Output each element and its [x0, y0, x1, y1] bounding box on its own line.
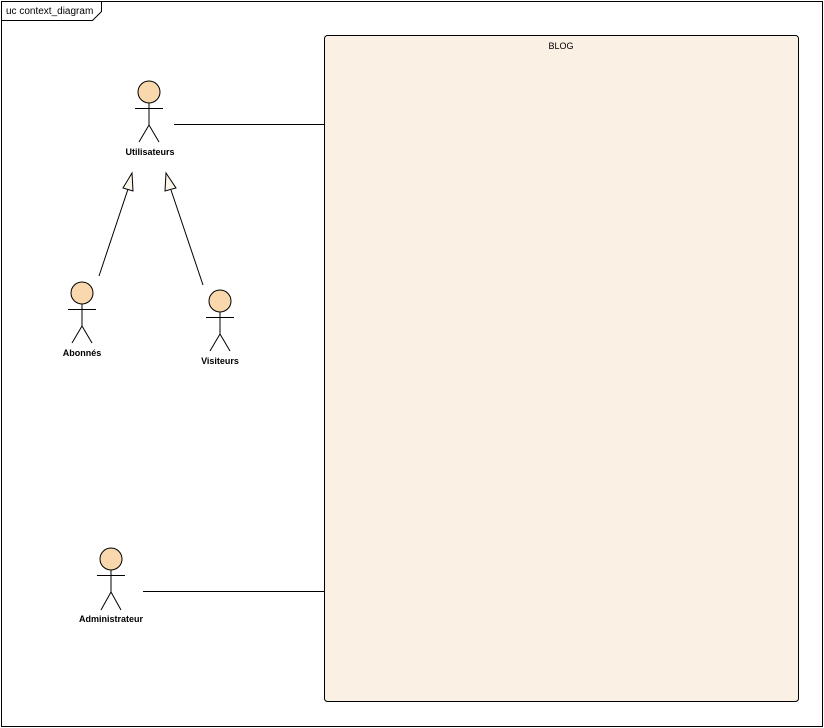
system-boundary-label: BLOG [548, 41, 573, 51]
actor-abonnes[interactable]: Abonnés [63, 281, 102, 358]
actor-head [137, 80, 161, 104]
actor-head [70, 281, 94, 305]
actor-label-administrateur: Administrateur [79, 614, 144, 624]
actor-utilisateurs[interactable]: Utilisateurs [125, 80, 175, 157]
actor-head [99, 547, 123, 571]
actor-label-utilisateurs: Utilisateurs [125, 147, 174, 157]
system-boundary[interactable] [324, 35, 799, 702]
generalization-arrowhead [164, 171, 177, 192]
actor-label-visiteurs: Visiteurs [201, 356, 239, 366]
actor-administrateur[interactable]: Administrateur [79, 547, 144, 624]
generalization-arrowhead [122, 171, 134, 192]
generalization-visiteurs-utilisateurs[interactable] [170, 189, 204, 286]
diagram-frame-label: uc context_diagram [6, 6, 93, 17]
diagram-frame-tab [1, 1, 102, 21]
actor-head [208, 289, 232, 313]
actor-visiteurs[interactable]: Visiteurs [201, 289, 239, 366]
actor-label-abonnes: Abonnés [63, 348, 102, 358]
generalization-abonnes-utilisateurs[interactable] [98, 188, 129, 277]
